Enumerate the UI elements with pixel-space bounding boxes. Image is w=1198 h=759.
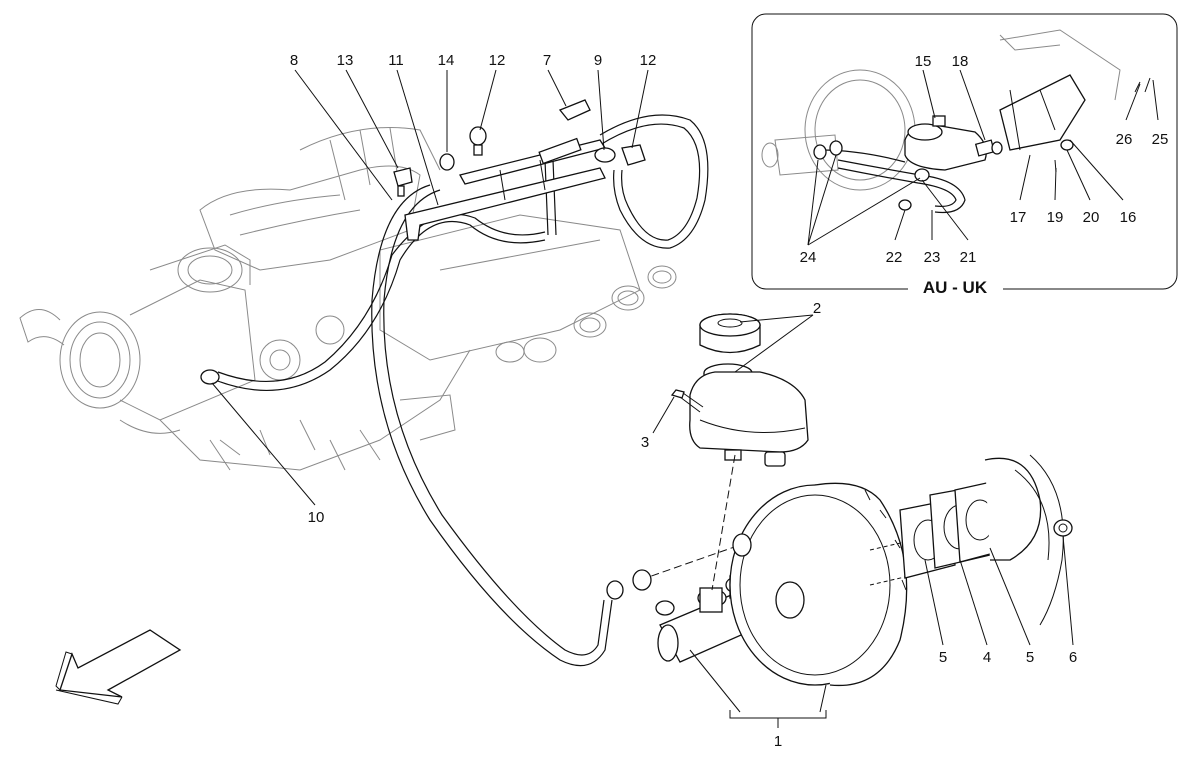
callout-10: 10 bbox=[308, 509, 325, 526]
callout-12-b: 12 bbox=[640, 52, 657, 69]
engine-background bbox=[19, 127, 677, 471]
callout-21: 21 bbox=[960, 249, 977, 266]
brake-fluid-reservoir bbox=[670, 313, 809, 467]
callout-11: 11 bbox=[388, 52, 404, 69]
callout-6: 6 bbox=[1069, 649, 1077, 666]
callout-23: 23 bbox=[924, 249, 941, 266]
inset-title: AU - UK bbox=[923, 278, 988, 297]
callout-4: 4 bbox=[983, 649, 991, 666]
callout-12-a: 12 bbox=[489, 52, 506, 69]
leader-lines bbox=[211, 69, 1159, 728]
callout-5-a: 5 bbox=[939, 649, 947, 666]
pipe-bracket bbox=[200, 99, 646, 385]
callout-2: 2 bbox=[813, 300, 821, 317]
direction-arrow-icon bbox=[55, 629, 182, 705]
callout-24: 24 bbox=[800, 249, 817, 266]
vacuum-hoses bbox=[214, 114, 709, 667]
callout-17: 17 bbox=[1010, 209, 1027, 226]
callout-18: 18 bbox=[952, 53, 969, 70]
callout-19: 19 bbox=[1047, 209, 1064, 226]
callout-20: 20 bbox=[1083, 209, 1100, 226]
callout-26: 26 bbox=[1116, 131, 1133, 148]
callout-9: 9 bbox=[594, 52, 602, 69]
callout-22: 22 bbox=[886, 249, 903, 266]
booster-gaskets bbox=[899, 454, 1073, 626]
callout-14: 14 bbox=[438, 52, 455, 69]
callout-8: 8 bbox=[290, 52, 298, 69]
callout-1: 1 bbox=[774, 733, 782, 750]
callout-7: 7 bbox=[543, 52, 551, 69]
callout-25: 25 bbox=[1152, 131, 1169, 148]
callout-5-b: 5 bbox=[1026, 649, 1034, 666]
brake-servo-booster bbox=[606, 482, 936, 687]
callout-3: 3 bbox=[641, 434, 649, 451]
callout-16: 16 bbox=[1120, 209, 1137, 226]
callout-13: 13 bbox=[337, 52, 354, 69]
callout-labels: 8 13 11 14 12 7 9 12 10 2 3 1 5 4 5 6 15… bbox=[290, 52, 1169, 750]
callout-15: 15 bbox=[915, 53, 932, 70]
